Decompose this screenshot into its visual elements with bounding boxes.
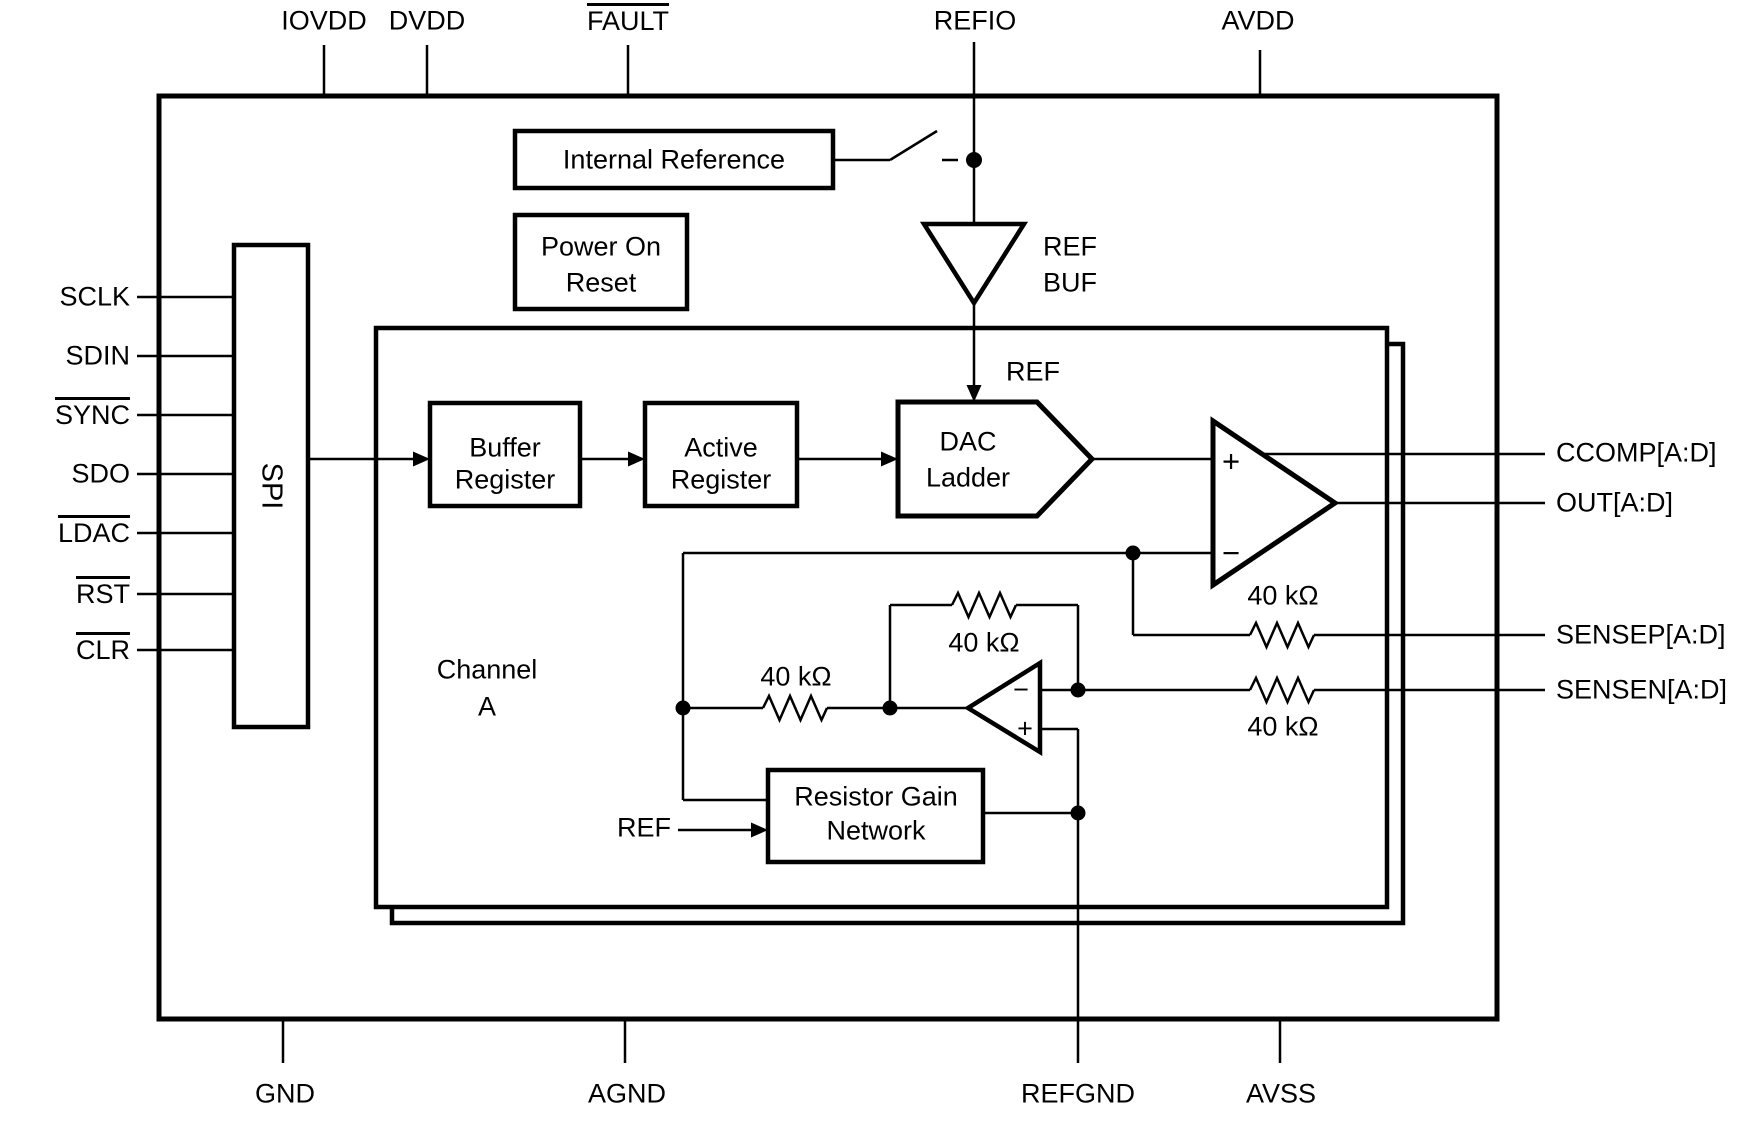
left-pin-lines [137, 295, 234, 652]
resistor-gain-network-label-1: Resistor Gain [794, 781, 958, 812]
pin-label-sclk: SCLK [59, 281, 130, 312]
pin-label-refgnd: REFGND [1021, 1078, 1135, 1109]
pin-label-ldac: LDAC [57, 515, 130, 547]
output-opamp-triangle [1210, 416, 1340, 590]
pin-label-sdo: SDO [71, 458, 130, 489]
pin-label-sensen: SENSEN[A:D] [1556, 674, 1728, 705]
buffer-register-label-1: Buffer [469, 432, 541, 463]
pin-label-rst: RST [76, 576, 130, 608]
channel-label-1: Channel [436, 654, 538, 685]
reference-switch [833, 129, 958, 162]
dac-ladder-label-1: DAC [939, 426, 997, 457]
active-register-label-1: Active [684, 432, 758, 463]
difference-opamp-triangle [963, 658, 1043, 757]
output-opamp-plus-sign: + [1221, 443, 1241, 479]
pin-label-iovdd: IOVDD [281, 5, 367, 36]
ref-buf-label-2: BUF [1043, 267, 1097, 298]
resistor-label-sensen: 40 kΩ [1247, 711, 1319, 742]
feedback-wire [681, 551, 1213, 802]
active-register-box [642, 400, 800, 509]
diff-feedback-wire [888, 603, 1080, 708]
resistor-label-inverting: 40 kΩ [760, 661, 832, 692]
diff-feedback-resistor [950, 589, 1018, 621]
ref-net-label-gain: REF [617, 812, 671, 843]
dac-ladder-shape [895, 399, 1096, 519]
pin-label-ccomp: CCOMP[A:D] [1556, 437, 1717, 468]
pin-label-gnd: GND [255, 1078, 315, 1109]
arrowheads [413, 385, 982, 838]
resistor-gain-network-box [765, 767, 986, 865]
sensep-wire [1131, 553, 1545, 637]
ccomp-out-wires [1262, 452, 1545, 505]
spi-block-box [231, 242, 311, 730]
buffer-register-label-2: Register [454, 464, 556, 495]
power-on-reset-label-2: Reset [565, 267, 637, 298]
junction-dots [675, 152, 1141, 821]
power-on-reset-label-1: Power On [540, 231, 662, 262]
sensen-resistor [1248, 674, 1316, 706]
ref-buf-triangle [919, 221, 1029, 308]
diff-opamp-plus-sign: + [1017, 713, 1033, 744]
ref-net-label-dac: REF [1006, 356, 1060, 387]
pin-label-avss: AVSS [1245, 1078, 1317, 1109]
power-on-reset-box [512, 212, 690, 312]
bottom-pin-stubs [281, 1019, 1282, 1063]
channel-label-2: A [477, 691, 497, 722]
pin-label-dvdd: DVDD [388, 5, 466, 36]
pin-label-refio: REFIO [933, 5, 1017, 36]
device-outline-box [156, 93, 1500, 1022]
pin-label-agnd: AGND [587, 1078, 667, 1109]
pin-label-out: OUT[A:D] [1556, 487, 1674, 518]
resistor-gain-network-label-2: Network [826, 815, 926, 846]
spi-block-label: SPI [255, 462, 288, 510]
dac-ladder-label-2: Ladder [925, 462, 1011, 493]
sensep-resistor [1248, 619, 1316, 651]
internal-reference-box [512, 128, 836, 191]
pin-label-clr: CLR [75, 632, 130, 664]
resistor-label-feedback-main: 40 kΩ [1247, 580, 1319, 611]
inverting-resistor [761, 692, 829, 724]
ref-buf-label-1: REF [1043, 231, 1097, 262]
pin-label-sensep: SENSEP[A:D] [1556, 619, 1726, 650]
buffer-register-box [427, 400, 583, 509]
internal-reference-label: Internal Reference [562, 144, 786, 175]
pin-label-sync: SYNC [54, 397, 130, 429]
pin-label-fault: FAULT [586, 3, 670, 35]
diff-opamp-minus-sign: − [1013, 674, 1029, 705]
refgnd-wire [1040, 727, 1080, 1063]
active-register-label-2: Register [670, 464, 772, 495]
pin-label-avdd: AVDD [1221, 5, 1295, 36]
resistor-label-diff-feedback: 40 kΩ [948, 627, 1020, 658]
pin-label-sdin: SDIN [65, 340, 130, 371]
top-pin-stubs [322, 45, 1262, 96]
output-opamp-minus-sign: − [1221, 535, 1241, 571]
